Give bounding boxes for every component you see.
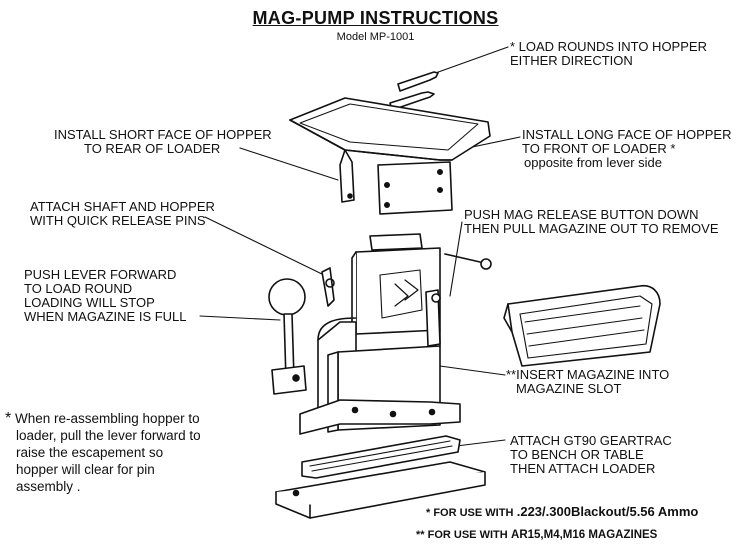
callout-line: PUSH MAG RELEASE BUTTON DOWN — [464, 207, 699, 222]
callout-line: PUSH LEVER FORWARD — [24, 267, 177, 282]
quick-release-pin-icon — [321, 253, 492, 307]
leader-load-rounds — [429, 46, 509, 76]
note-line: When re-assembling hopper to — [15, 411, 200, 426]
model-number: Model MP-1001 — [336, 31, 415, 43]
callout-line: INSTALL SHORT FACE OF HOPPER — [54, 127, 272, 142]
callout-line: TO FRONT OF LOADER * — [522, 141, 676, 156]
callout-line: opposite from lever side — [524, 155, 663, 170]
ammo-value: .223/.300Blackout/5.56 Ammo — [516, 504, 699, 519]
note-marker: * — [5, 410, 12, 427]
callout-attach-geartrac: ATTACH GT90 GEARTRAC TO BENCH OR TABLE T… — [510, 434, 672, 476]
base-board-drawing — [275, 461, 486, 519]
leader-short-face — [239, 147, 339, 181]
geartrac-drawing — [301, 435, 461, 479]
callout-insert-magazine: **INSERT MAGAZINE INTO MAGAZINE SLOT — [506, 368, 669, 396]
callout-attach-shaft: ATTACH SHAFT AND HOPPER WITH QUICK RELEA… — [30, 200, 215, 228]
callout-line: EITHER DIRECTION — [510, 53, 633, 68]
mags-value: AR15,M4,M16 MAGAZINES — [511, 529, 658, 541]
callout-load-rounds: * LOAD ROUNDS INTO HOPPER EITHER DIRECTI… — [510, 40, 707, 68]
ammo-prefix: * FOR USE WITH — [426, 507, 514, 519]
callout-line: TO BENCH OR TABLE — [510, 447, 644, 462]
callout-line: ATTACH GT90 GEARTRAC — [510, 433, 672, 448]
callout-short-face: INSTALL SHORT FACE OF HOPPER TO REAR OF … — [54, 128, 272, 156]
note-line: loader, pull the lever forward to — [16, 428, 201, 443]
callout-line: LOADING WILL STOP — [24, 295, 155, 310]
callout-line: MAGAZINE SLOT — [516, 381, 622, 396]
callout-line: **INSERT MAGAZINE INTO — [506, 367, 670, 382]
callout-line: WHEN MAGAZINE IS FULL — [24, 309, 187, 324]
reassembly-note: * When re-assembling hopper to loader, p… — [5, 410, 201, 495]
callout-push-mag-release: PUSH MAG RELEASE BUTTON DOWN THEN PULL M… — [464, 208, 719, 236]
ammo-compatibility: * FOR USE WITH .223/.300Blackout/5.56 Am… — [426, 504, 698, 519]
callout-line: TO LOAD ROUND — [24, 281, 133, 296]
lever-drawing — [268, 278, 307, 395]
cartridge-icon — [389, 71, 439, 111]
callout-line: WITH QUICK RELEASE PINS — [30, 213, 206, 228]
leader-push-lever — [199, 315, 281, 321]
page-title: MAG-PUMP INSTRUCTIONS — [252, 8, 499, 28]
note-line: hopper will clear for pin — [16, 462, 155, 477]
loader-body-drawing — [299, 233, 461, 435]
callout-long-face: INSTALL LONG FACE OF HOPPER TO FRONT OF … — [522, 128, 732, 170]
note-line: assembly . — [16, 479, 81, 494]
callout-line: * LOAD ROUNDS INTO HOPPER — [510, 39, 707, 54]
magazine-drawing — [503, 284, 661, 367]
magazine-compatibility: ** FOR USE WITH AR15,M4,M16 MAGAZINES — [416, 527, 657, 541]
hopper-drawing — [289, 97, 491, 215]
leader-insert-magazine — [439, 365, 506, 376]
callout-line: ATTACH SHAFT AND HOPPER — [30, 199, 215, 214]
callout-line: THEN PULL MAGAZINE OUT TO REMOVE — [464, 221, 719, 236]
note-line: raise the escapement so — [16, 445, 164, 460]
leader-mag-release — [449, 221, 463, 297]
callout-line: THEN ATTACH LOADER — [510, 461, 656, 476]
callout-push-lever: PUSH LEVER FORWARD TO LOAD ROUND LOADING… — [24, 268, 187, 324]
mags-prefix: ** FOR USE WITH — [416, 529, 508, 541]
callout-line: INSTALL LONG FACE OF HOPPER — [522, 127, 732, 142]
leader-attach-shaft — [204, 216, 327, 277]
callout-line: TO REAR OF LOADER — [84, 141, 221, 156]
